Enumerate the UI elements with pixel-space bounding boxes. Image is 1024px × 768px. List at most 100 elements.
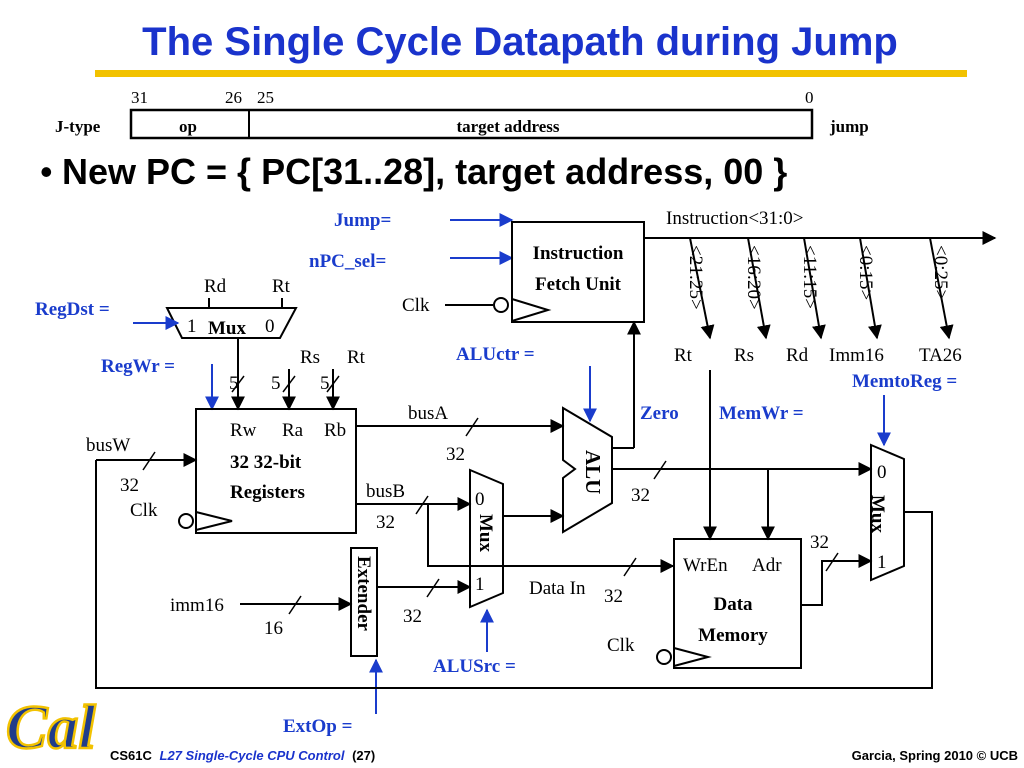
busw-width-32: 32	[120, 475, 139, 496]
alu	[562, 406, 613, 534]
footer-page-number: (27)	[352, 748, 375, 763]
regdst-control-label: RegDst =	[35, 299, 110, 320]
ifu-label-line2: Fetch Unit	[535, 274, 622, 295]
regdst-mux-label: Mux	[208, 318, 247, 339]
memory-label-line2: Memory	[698, 625, 768, 646]
busb-label: busB	[366, 481, 405, 502]
ifu-clock-triangle	[511, 298, 552, 322]
memory-label-line1: Data	[713, 594, 753, 615]
regdst-input-rt: Rt	[272, 276, 291, 297]
field-name-ta26: TA26	[919, 345, 962, 366]
register-file	[195, 408, 357, 534]
busw-width-tick	[142, 451, 156, 471]
imm16-label: imm16	[170, 595, 224, 616]
footer-course-code: CS61C	[110, 748, 153, 763]
ifu-clk-bubble	[493, 297, 509, 313]
memory-clock-triangle	[673, 647, 712, 667]
field-name-rt: Rt	[674, 345, 693, 366]
alusrc-mux-in0: 0	[475, 489, 485, 510]
data-in-width-32: 32	[604, 586, 623, 607]
busa-width-32: 32	[446, 444, 465, 465]
rb-width-5: 5	[320, 373, 330, 394]
instruction-field-taps	[689, 237, 954, 340]
regfile-label-line2: Registers	[230, 482, 305, 503]
instruction-bus-label: Instruction<31:0>	[666, 208, 804, 229]
regfile-clk-label: Clk	[130, 500, 158, 521]
busa-label: busA	[408, 403, 448, 424]
busa-width-tick	[465, 417, 479, 437]
target-address-field: target address	[456, 117, 559, 136]
alu-result-width-tick	[653, 460, 667, 480]
memory-clk-label: Clk	[607, 635, 635, 656]
memtoreg-mux-in1: 1	[877, 552, 887, 573]
instruction-fetch-unit	[511, 221, 645, 323]
op-field: op	[179, 117, 197, 136]
memory-output-width-tick	[825, 552, 839, 572]
regfile-port-rb: Rb	[324, 420, 346, 441]
title-rule	[95, 70, 967, 77]
cal-logo-text: Cal	[6, 694, 96, 762]
field-bits-21-25: <21:25>	[685, 245, 706, 310]
j-type-label: J-type	[55, 117, 101, 136]
busb-width-tick	[415, 495, 429, 515]
zero-flag-label: Zero	[640, 403, 679, 424]
field-name-rd: Rd	[786, 345, 809, 366]
rs-input-label: Rs	[300, 347, 320, 368]
bus-width-ticks-5	[231, 375, 340, 393]
regwr-control-label: RegWr =	[101, 356, 175, 377]
data-in-width-tick	[623, 557, 637, 577]
busw-label: busW	[86, 435, 130, 456]
regfile-clk-bubble	[178, 513, 194, 529]
npc-sel-control-label: nPC_sel=	[309, 251, 386, 272]
memtoreg-control-label: MemtoReg =	[852, 371, 957, 392]
memory-port-adr: Adr	[752, 555, 782, 576]
memtoreg-mux-label: Mux	[867, 495, 888, 534]
memtoreg-mux-in0: 0	[877, 462, 887, 483]
writeback-wire	[95, 460, 933, 689]
ifu-label-line1: Instruction	[533, 243, 624, 264]
aluctr-control-label: ALUctr =	[456, 344, 535, 365]
regfile-port-ra: Ra	[282, 420, 304, 441]
footer-course: CS61C L27 Single-Cycle CPU Control (27)	[110, 748, 375, 763]
field-bits-11-15: <11:15>	[799, 245, 820, 309]
field-bits-0-15: <0:15>	[855, 245, 876, 300]
alu-label: ALU	[581, 450, 605, 494]
instruction-format-box	[129, 108, 814, 140]
memwr-control-label: MemWr =	[719, 403, 804, 424]
jump-instruction-label: jump	[829, 117, 869, 136]
memory-port-wren: WrEn	[683, 555, 728, 576]
regdst-mux-in1: 1	[187, 316, 197, 337]
memory-output-wire	[801, 554, 873, 606]
alusrc-mux	[469, 468, 504, 609]
regdst-mux-in0: 0	[265, 316, 275, 337]
jump-control-label: Jump=	[334, 210, 391, 231]
field-name-imm16: Imm16	[829, 345, 884, 366]
slide-title: The Single Cycle Datapath during Jump	[142, 20, 898, 64]
cal-logo: Cal	[5, 693, 98, 764]
alu-result-width-32: 32	[631, 485, 650, 506]
bit-25-label: 25	[257, 88, 274, 107]
extender-width-tick	[426, 578, 440, 598]
extender-label: Extender	[353, 556, 374, 632]
memtoreg-mux	[870, 443, 905, 582]
memory-clk-bubble	[656, 649, 672, 665]
rt-input-label: Rt	[347, 347, 366, 368]
regfile-clock-triangle	[195, 511, 233, 531]
bit-26-label: 26	[225, 88, 242, 107]
ifu-clk-label: Clk	[402, 295, 430, 316]
field-bits-16-20: <16:20>	[743, 245, 764, 310]
alusrc-mux-in1: 1	[475, 574, 485, 595]
rw-width-5: 5	[229, 373, 239, 394]
bullet-text: New PC = { PC[31..28], target address, 0…	[62, 151, 787, 192]
busb-to-data-in-wire	[427, 504, 675, 573]
extop-control-label: ExtOp =	[283, 716, 352, 737]
busb-width-32: 32	[376, 512, 395, 533]
footer-lecture: L27 Single-Cycle CPU Control	[160, 748, 345, 763]
bit-31-label: 31	[131, 88, 148, 107]
extender-width-32: 32	[403, 606, 422, 627]
ra-width-5: 5	[271, 373, 281, 394]
imm16-width-tick	[288, 595, 302, 615]
field-bits-0-25: <0:25>	[930, 245, 951, 300]
